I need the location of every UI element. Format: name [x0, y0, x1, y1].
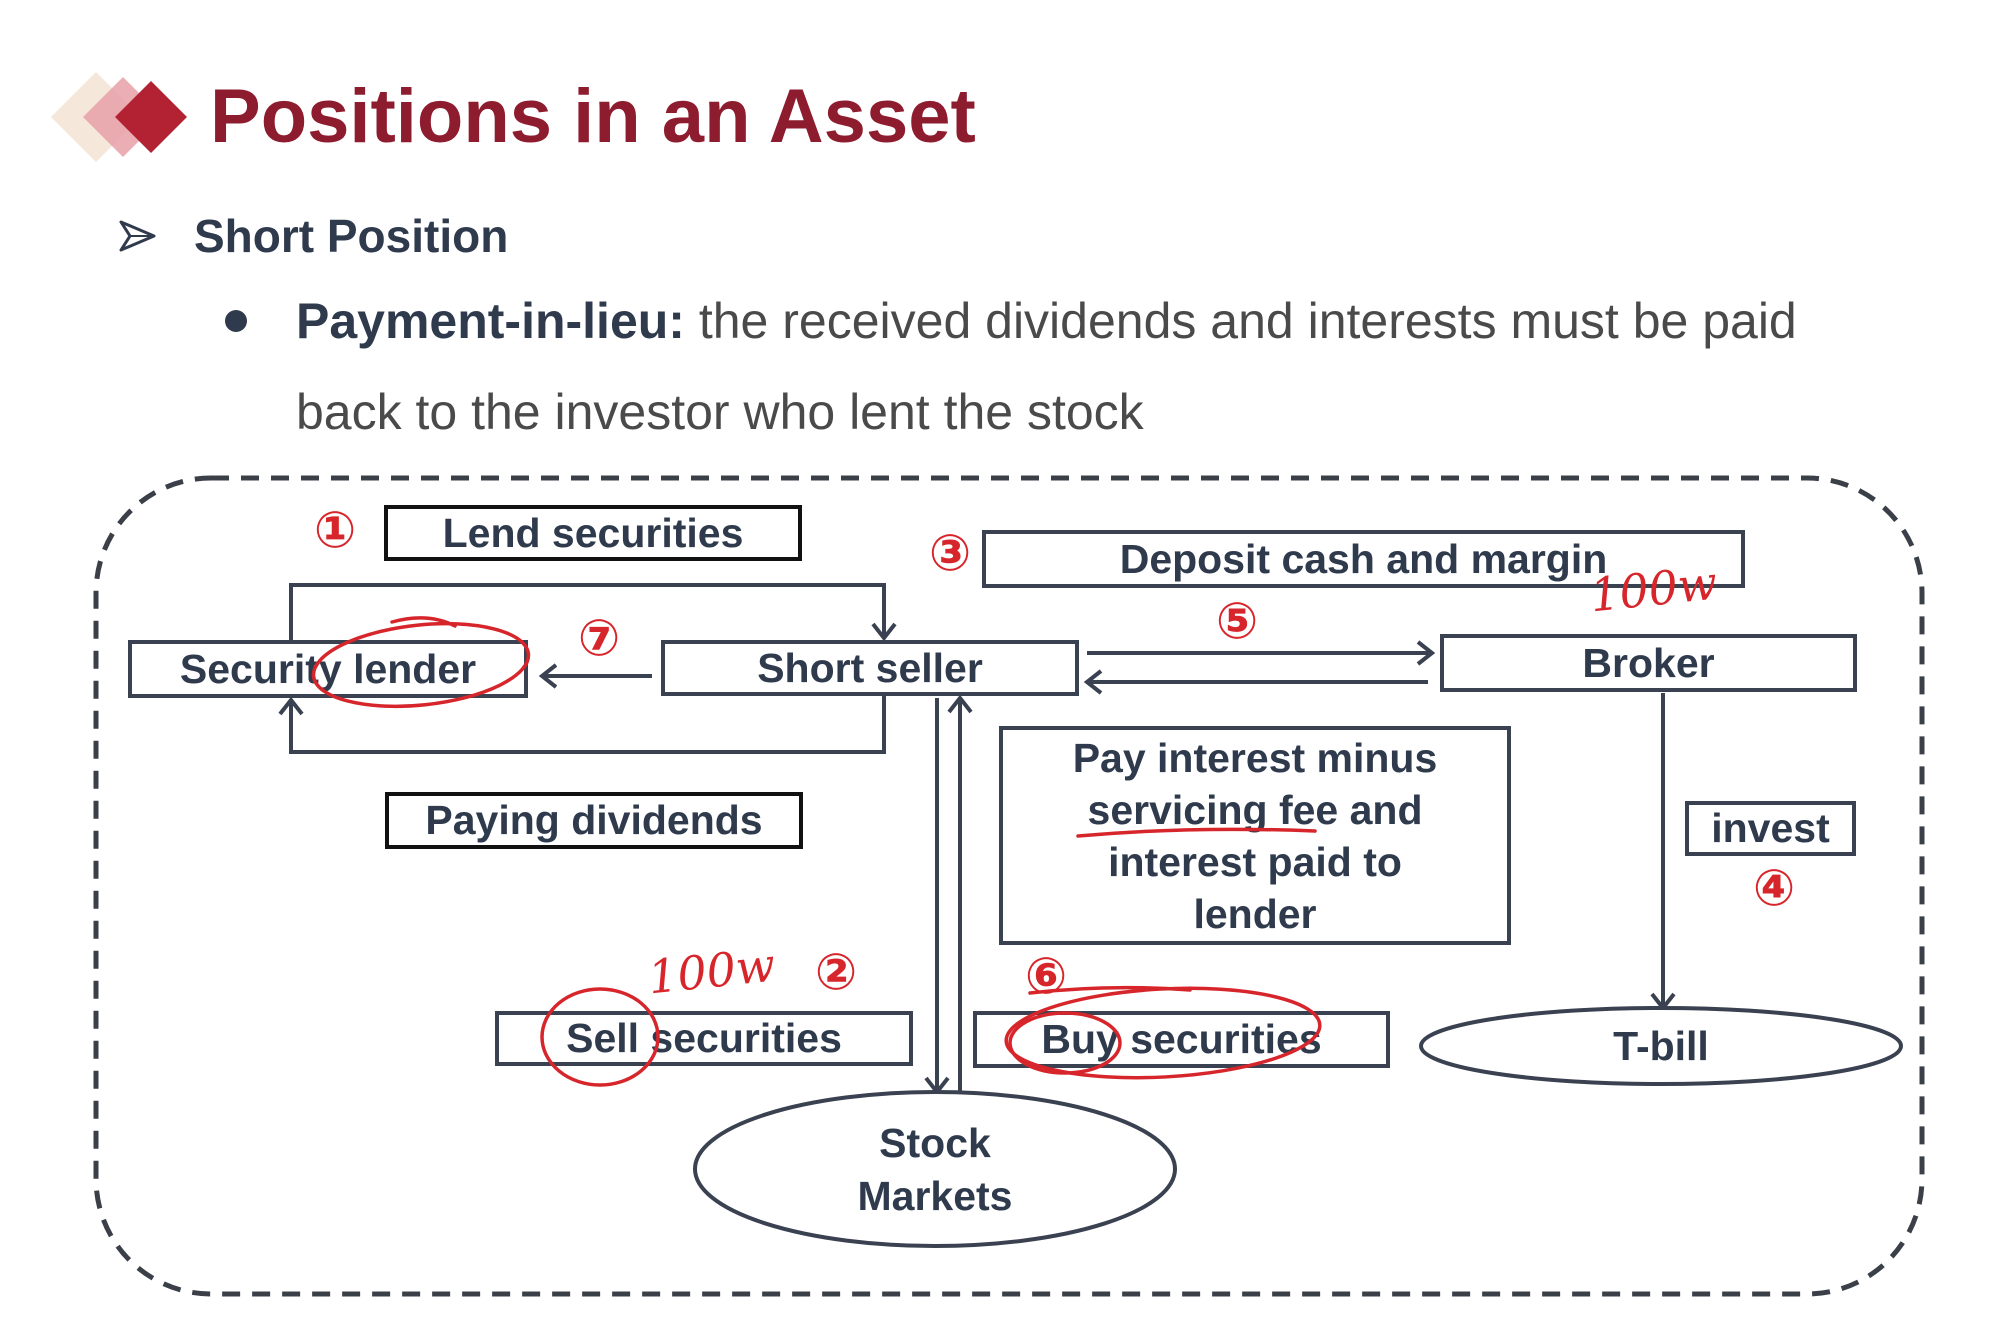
pay-interest-line: servicing fee and [1087, 786, 1423, 833]
bullet-paragraph: Payment-in-lieu: the received dividends … [296, 276, 1856, 458]
step-marker-7: ⑦ [577, 609, 621, 667]
arrow-lend-loop [289, 583, 897, 642]
slide-title: Positions in an Asset [210, 74, 976, 159]
subheading: Short Position [194, 210, 509, 262]
short-seller-box: Short seller [661, 640, 1079, 696]
handwritten-note-broker: 100w [1587, 555, 1720, 623]
pay-interest-line: Pay interest minus [1072, 734, 1438, 781]
tbill-label: T-bill [1461, 1016, 1861, 1076]
lend-securities-box: Lend securities [384, 505, 802, 561]
arrow-bullet-icon [119, 220, 156, 252]
step-marker-4: ④ [1752, 859, 1796, 917]
pay-interest-box: Pay interest minus servicing fee and int… [999, 726, 1511, 945]
arrow-broker-to-seller [1083, 669, 1428, 695]
paying-dividends-box: Paying dividends [385, 792, 803, 849]
broker-box: Broker [1440, 634, 1857, 692]
handwritten-note-sell: 100w [645, 937, 778, 1005]
step-marker-6: ⑥ [1024, 947, 1068, 1005]
deposit-cash-box: Deposit cash and margin [982, 530, 1745, 588]
logo-diamonds-icon [51, 72, 187, 162]
step-marker-1: ① [313, 501, 357, 559]
arrow-seller-to-broker [1087, 640, 1436, 666]
tbill-text: T-bill [1613, 1022, 1709, 1069]
sell-securities-box: Sell securities [495, 1011, 913, 1066]
invest-box: invest [1685, 801, 1856, 856]
security-lender-box: Security lender [128, 640, 528, 698]
step-marker-5: ⑤ [1215, 592, 1259, 650]
arrow-market-to-seller [947, 694, 973, 1093]
bullet-dot-icon [225, 310, 247, 332]
arrow-seller-to-market [924, 698, 950, 1096]
tbill-ellipse [1419, 1006, 1903, 1086]
arrow-broker-to-tbill [1650, 693, 1676, 1012]
pay-interest-line: lender [1193, 890, 1317, 937]
pay-interest-line: interest paid to [1108, 838, 1402, 885]
step-marker-2: ② [814, 943, 858, 1001]
stock-markets-line: Markets [857, 1173, 1013, 1219]
diagram-frame [93, 475, 1925, 1297]
arrow-dividends-loop [278, 696, 886, 754]
stock-markets-label: Stock Markets [735, 1115, 1135, 1225]
arrow-seller-to-lender [538, 663, 652, 689]
bullet-text: the received dividends and interests mus… [296, 293, 1797, 440]
buy-securities-box: Buy securities [973, 1011, 1390, 1068]
stock-markets-line: Stock [879, 1120, 991, 1166]
stock-markets-ellipse [693, 1090, 1177, 1248]
step-marker-3: ③ [928, 524, 972, 582]
bullet-label: Payment-in-lieu: [296, 293, 685, 349]
